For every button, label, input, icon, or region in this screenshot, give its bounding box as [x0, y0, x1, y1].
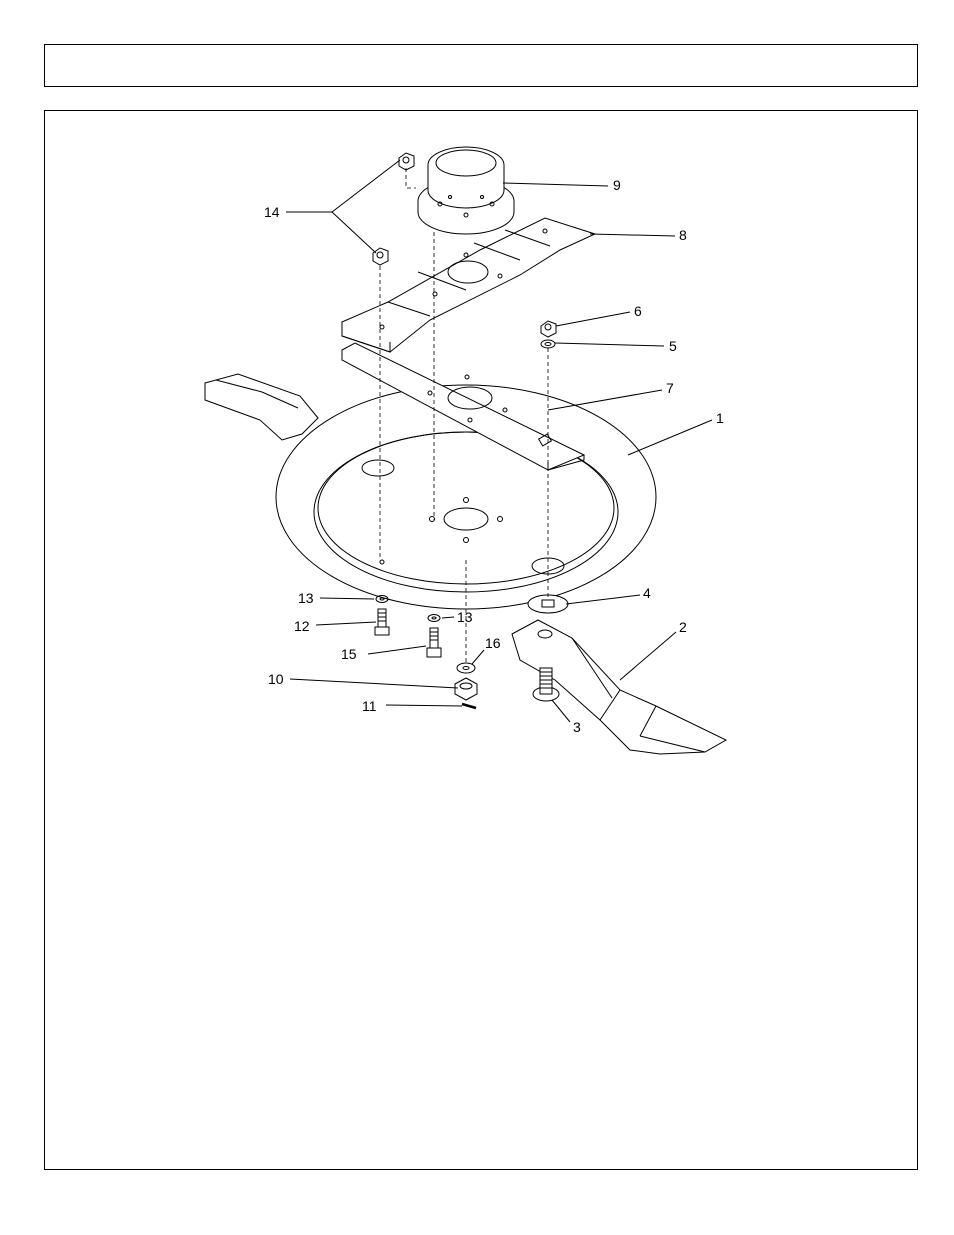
callout-7: 7: [666, 380, 674, 396]
blade-left: [205, 374, 318, 440]
callout-5: 5: [669, 338, 677, 354]
nut-part-6: [541, 321, 556, 337]
callout-13-left: 13: [298, 590, 314, 606]
cotter-pin-part-11: [462, 704, 476, 708]
callout-14: 14: [264, 204, 280, 220]
nut-part-14-top: [399, 153, 414, 170]
nut-part-14-bottom: [373, 248, 388, 265]
callout-12: 12: [294, 618, 310, 634]
hub-part-9: [418, 147, 514, 234]
callout-6: 6: [634, 303, 642, 319]
bolt-part-12: [375, 609, 389, 635]
callout-16: 16: [485, 635, 501, 651]
callout-13-right: 13: [457, 609, 473, 625]
washer-part-5: [541, 340, 555, 348]
callout-4: 4: [643, 585, 651, 601]
washer-part-4: [528, 595, 568, 613]
washer-part-13-right: [428, 615, 440, 622]
bolt-part-15: [427, 628, 441, 657]
washer-part-16: [457, 663, 475, 673]
callout-15: 15: [341, 646, 357, 662]
callout-9: 9: [613, 177, 621, 193]
callout-3: 3: [573, 719, 581, 735]
callout-8: 8: [679, 227, 687, 243]
callout-1: 1: [716, 410, 724, 426]
castle-nut-part-10: [455, 678, 477, 700]
callout-11: 11: [362, 698, 377, 714]
callout-2: 2: [679, 619, 687, 635]
callout-10: 10: [268, 671, 284, 687]
